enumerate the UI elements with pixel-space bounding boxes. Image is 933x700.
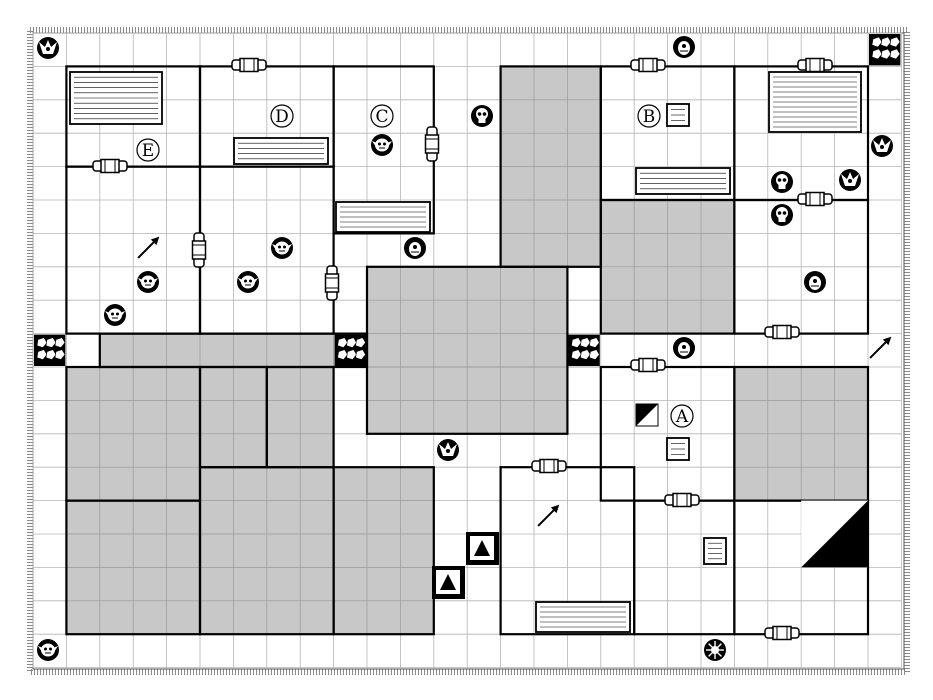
fimir-icon bbox=[673, 36, 695, 58]
rubble-icon bbox=[869, 34, 901, 66]
spear-icon bbox=[537, 504, 560, 527]
mummy-icon bbox=[804, 271, 826, 293]
room-label-text: A bbox=[675, 407, 689, 427]
orc-icon bbox=[104, 304, 126, 326]
rubble-icon bbox=[334, 334, 366, 366]
tomb-icon bbox=[233, 137, 329, 165]
door-icon bbox=[764, 324, 800, 340]
alchemists-bench-icon bbox=[69, 71, 163, 125]
room-label-b: B bbox=[637, 104, 661, 128]
orc-icon bbox=[271, 237, 293, 259]
orc-icon bbox=[37, 639, 59, 661]
room-label-text: E bbox=[142, 141, 154, 161]
room-labels: A B C D E bbox=[136, 104, 694, 428]
orc-icon bbox=[371, 134, 393, 156]
warlock-icon bbox=[871, 135, 893, 157]
door-icon bbox=[797, 57, 833, 73]
skull-icon bbox=[471, 105, 493, 127]
rubble-icon bbox=[568, 334, 600, 366]
spear-icon bbox=[869, 336, 892, 359]
mummy-icon bbox=[404, 237, 426, 259]
skull-icon bbox=[771, 171, 793, 193]
spear-icon bbox=[137, 236, 160, 259]
pit-trap-icon bbox=[635, 403, 659, 427]
sorcerers-table-icon bbox=[535, 601, 631, 633]
room-label-c: C bbox=[370, 104, 394, 128]
door-icon bbox=[324, 265, 340, 301]
door-icon bbox=[664, 492, 700, 508]
warlock-icon bbox=[437, 439, 459, 461]
rubble-icon bbox=[34, 334, 66, 366]
table-icon bbox=[335, 201, 431, 233]
torture-rack-icon bbox=[768, 71, 862, 133]
gargoyle-statue-icon bbox=[432, 566, 465, 599]
room-label-e: E bbox=[136, 138, 160, 162]
door-icon bbox=[797, 191, 833, 207]
shaded-block bbox=[333, 467, 434, 635]
door-icon bbox=[630, 357, 666, 373]
door-icon bbox=[92, 158, 128, 174]
gargoyle-statue-icon bbox=[466, 532, 499, 565]
skull-icon bbox=[771, 204, 793, 226]
room-label-d: D bbox=[270, 104, 294, 128]
stairway-icon bbox=[801, 500, 868, 568]
orc-icon bbox=[237, 271, 259, 293]
spider-icon bbox=[704, 639, 726, 661]
door-icon bbox=[531, 458, 567, 474]
chest-icon bbox=[666, 437, 690, 461]
room-wall bbox=[332, 466, 435, 636]
orc-icon bbox=[137, 271, 159, 293]
door-icon bbox=[630, 57, 666, 73]
chest-icon bbox=[666, 103, 690, 127]
weapon-rack-icon bbox=[635, 167, 731, 195]
room-label-text: C bbox=[375, 107, 388, 127]
door-icon bbox=[764, 625, 800, 641]
mummy-icon bbox=[673, 337, 695, 359]
room-wall bbox=[98, 332, 369, 369]
board-pieces bbox=[34, 34, 901, 661]
door-icon bbox=[424, 126, 440, 162]
chest-icon bbox=[703, 537, 727, 565]
door-icon bbox=[231, 57, 267, 73]
room-label-text: D bbox=[275, 107, 289, 127]
room-label-text: B bbox=[643, 107, 656, 127]
door-icon bbox=[191, 232, 207, 268]
warlock-icon bbox=[839, 169, 861, 191]
room-label-a: A bbox=[670, 404, 694, 428]
chaos-warrior-icon bbox=[37, 37, 59, 59]
